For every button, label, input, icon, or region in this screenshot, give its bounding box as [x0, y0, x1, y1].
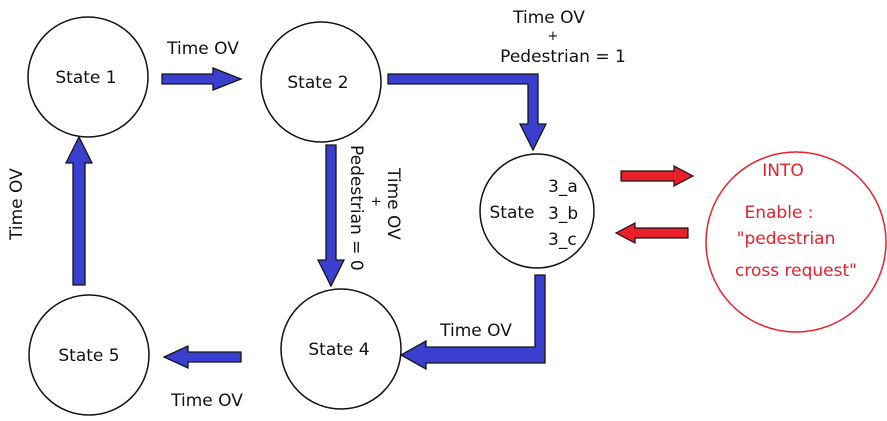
transition-s2-s4-line2: Pedestrian = 0: [346, 145, 366, 271]
state-3-label: State: [490, 203, 535, 223]
arrow-s5-to-s1: [64, 135, 94, 286]
transition-s2-s3-line1: Time OV: [512, 8, 585, 28]
note-ellipse: [705, 151, 887, 333]
arrow-s3-to-s4: [399, 274, 546, 371]
state-4-node: [280, 288, 402, 410]
arrow-s2-to-s3: [387, 73, 548, 152]
note-line-cross-request: cross request": [735, 261, 857, 281]
transition-s1-s2-label: Time OV: [166, 39, 239, 59]
transition-s2-s3-plus: +: [548, 29, 559, 44]
red-arrow-to-note: [620, 165, 695, 187]
arrow-s4-to-s5: [162, 344, 242, 370]
note-line-into: INTO: [762, 161, 804, 181]
state-1-node: [27, 16, 149, 138]
state-3c-label: 3_c: [548, 230, 577, 250]
state-3-node: [479, 153, 595, 269]
transition-s2-s3-line2: Pedestrian = 1: [500, 47, 626, 67]
state-4-label: State 4: [308, 340, 369, 360]
transition-s2-s4-line1: Time OV: [383, 167, 403, 240]
state-3b-label: 3_b: [548, 204, 578, 224]
note-line-enable: Enable :: [744, 203, 813, 223]
arrow-s1-to-s2: [161, 67, 243, 91]
state-2-label: State 2: [287, 73, 348, 93]
transition-s2-s4-plus: +: [368, 196, 383, 207]
transition-s5-s1-label: Time OV: [7, 168, 27, 241]
state-5-label: State 5: [58, 346, 119, 366]
state-3a-label: 3_a: [548, 177, 578, 197]
state-5-node: [28, 294, 150, 416]
state-2-node: [260, 21, 382, 143]
arrow-s2-to-s4: [316, 144, 346, 288]
note-line-pedestrian: "pedestrian: [737, 229, 836, 249]
red-arrow-from-note: [614, 222, 689, 244]
transition-s4-s5-label: Time OV: [170, 391, 243, 411]
transition-s3-s4-label: Time OV: [439, 321, 512, 341]
state-1-label: State 1: [55, 68, 116, 88]
